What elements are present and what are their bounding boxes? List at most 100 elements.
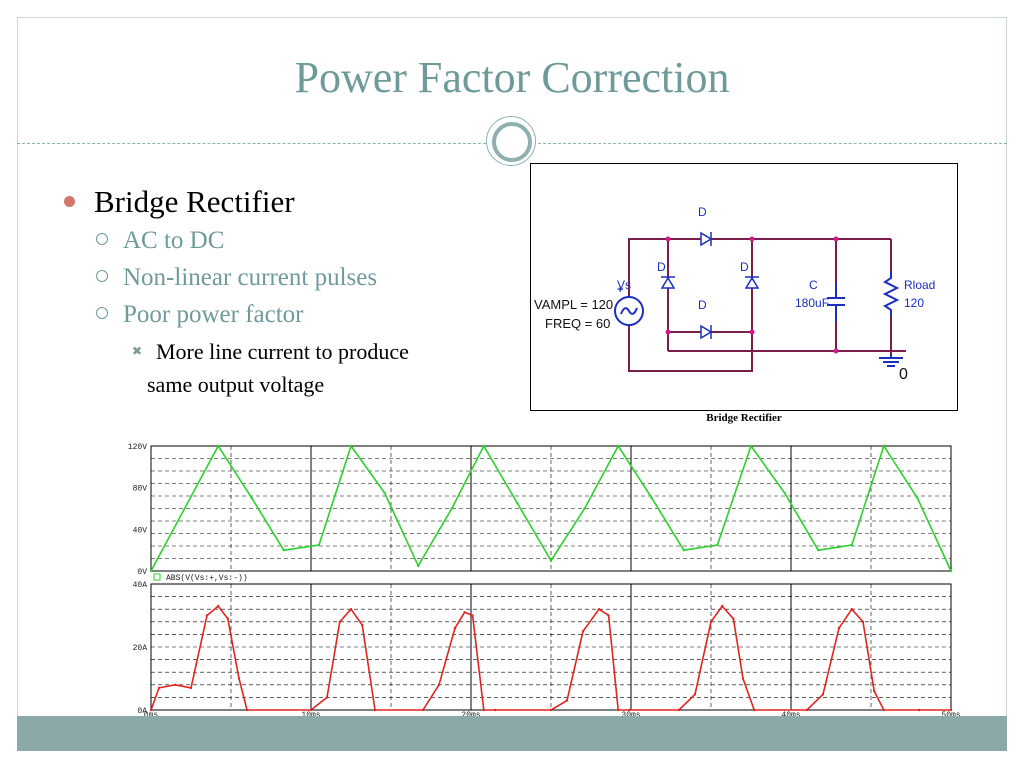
data-point (753, 708, 756, 712)
y-tick-label: 0A (137, 707, 147, 716)
sub-bullet-text: Poor power factor (123, 301, 304, 328)
sub-sub-bullet-continuation: same output voltage (147, 372, 325, 397)
legend-swatch-icon (153, 573, 161, 581)
plot-traces (149, 444, 953, 712)
data-point (949, 708, 953, 712)
hollow-circle-icon (96, 307, 108, 319)
junction-dots (665, 236, 839, 354)
hollow-circle-icon (96, 233, 108, 245)
diode-label: D (698, 298, 707, 312)
data-point (861, 620, 865, 623)
data-point (693, 693, 697, 696)
data-point (157, 686, 161, 690)
capacitor-plates (827, 282, 845, 322)
sub-bullet: AC to DC (60, 222, 510, 259)
data-point (317, 543, 321, 547)
svg-text:+: + (617, 284, 623, 296)
data-point (650, 496, 653, 500)
bullet-dot-icon (64, 196, 75, 207)
data-point (916, 496, 919, 500)
data-point (617, 444, 620, 448)
data-point (338, 620, 341, 623)
resistor-icon (882, 272, 900, 316)
x-tick-label: 30ms (621, 711, 640, 720)
y-tick-label: 0V (137, 568, 147, 577)
source-param: FREQ = 60 (545, 316, 610, 331)
data-point (917, 708, 921, 712)
data-point (882, 444, 885, 448)
diode-label: D (740, 260, 749, 274)
data-point (597, 608, 601, 611)
data-point (189, 686, 193, 690)
data-point (805, 708, 809, 712)
data-point (677, 708, 681, 712)
data-point (217, 444, 220, 448)
circuit-caption: Bridge Rectifier (706, 412, 782, 424)
data-point (783, 491, 786, 495)
x-tick-label: 20ms (461, 711, 480, 720)
data-point (709, 620, 713, 623)
data-point (417, 564, 420, 567)
circuit-diagram: + (530, 163, 958, 411)
star-bullet-icon: ✖ (132, 344, 143, 358)
simulation-plot: 120V80V40V0V40A20A0A0ms10ms20ms30ms40ms5… (111, 438, 961, 720)
sub-bullet-text: Non-linear current pulses (123, 264, 378, 291)
data-point (549, 559, 553, 562)
data-point (482, 444, 485, 448)
sub-bullet-text: AC to DC (123, 227, 225, 254)
x-tick-label: 50ms (941, 711, 960, 720)
data-point (949, 569, 953, 573)
data-point (226, 617, 229, 620)
data-point (873, 689, 876, 693)
bullet-main: Bridge Rectifier (60, 182, 510, 222)
data-point (716, 543, 719, 547)
footer-bar (17, 716, 1007, 751)
data-point (581, 630, 585, 633)
diode-label: D (698, 205, 707, 219)
ground-icon (879, 354, 903, 367)
series-line (150, 444, 952, 572)
sub-sub-bullet-text: More line current to produce (156, 339, 409, 364)
diode-icons (660, 231, 760, 340)
data-point (217, 604, 220, 608)
data-point (421, 708, 425, 712)
data-point (173, 683, 177, 686)
data-point (361, 623, 364, 627)
data-point (821, 693, 825, 696)
data-point (682, 548, 685, 552)
y-tick-label: 40A (133, 581, 148, 590)
legend-label: ABS(V(Vs:+,Vs:-)) (166, 574, 248, 583)
data-point (309, 708, 313, 712)
data-point (850, 608, 853, 611)
ac-source-icon: + (614, 284, 644, 326)
data-point (732, 617, 735, 620)
x-tick-label: 40ms (781, 711, 800, 720)
data-point (741, 677, 745, 680)
data-point (325, 696, 329, 699)
data-point (373, 708, 377, 712)
data-point (482, 708, 485, 712)
data-point (850, 543, 853, 547)
data-point (493, 708, 497, 712)
data-point (607, 614, 610, 617)
sub-sub-bullet: ✖ More line current to produce (60, 335, 510, 368)
x-tick-label: 10ms (301, 711, 320, 720)
data-point (817, 548, 820, 552)
data-point (565, 699, 569, 702)
source-param: VAMPL = 120 (534, 297, 613, 312)
data-point (349, 608, 353, 611)
ring-ornament-icon (486, 116, 536, 166)
data-point (205, 614, 209, 617)
data-point (463, 611, 466, 614)
data-point (882, 708, 885, 712)
data-point (516, 502, 519, 505)
data-point (471, 614, 474, 617)
load-value: 120 (904, 296, 924, 310)
data-point (383, 491, 386, 495)
data-point (437, 683, 441, 686)
y-tick-label: 40V (133, 526, 148, 535)
source-name: Vs (617, 278, 631, 292)
data-point (749, 444, 753, 448)
data-point (837, 626, 841, 630)
y-tick-label: 20A (133, 644, 148, 653)
